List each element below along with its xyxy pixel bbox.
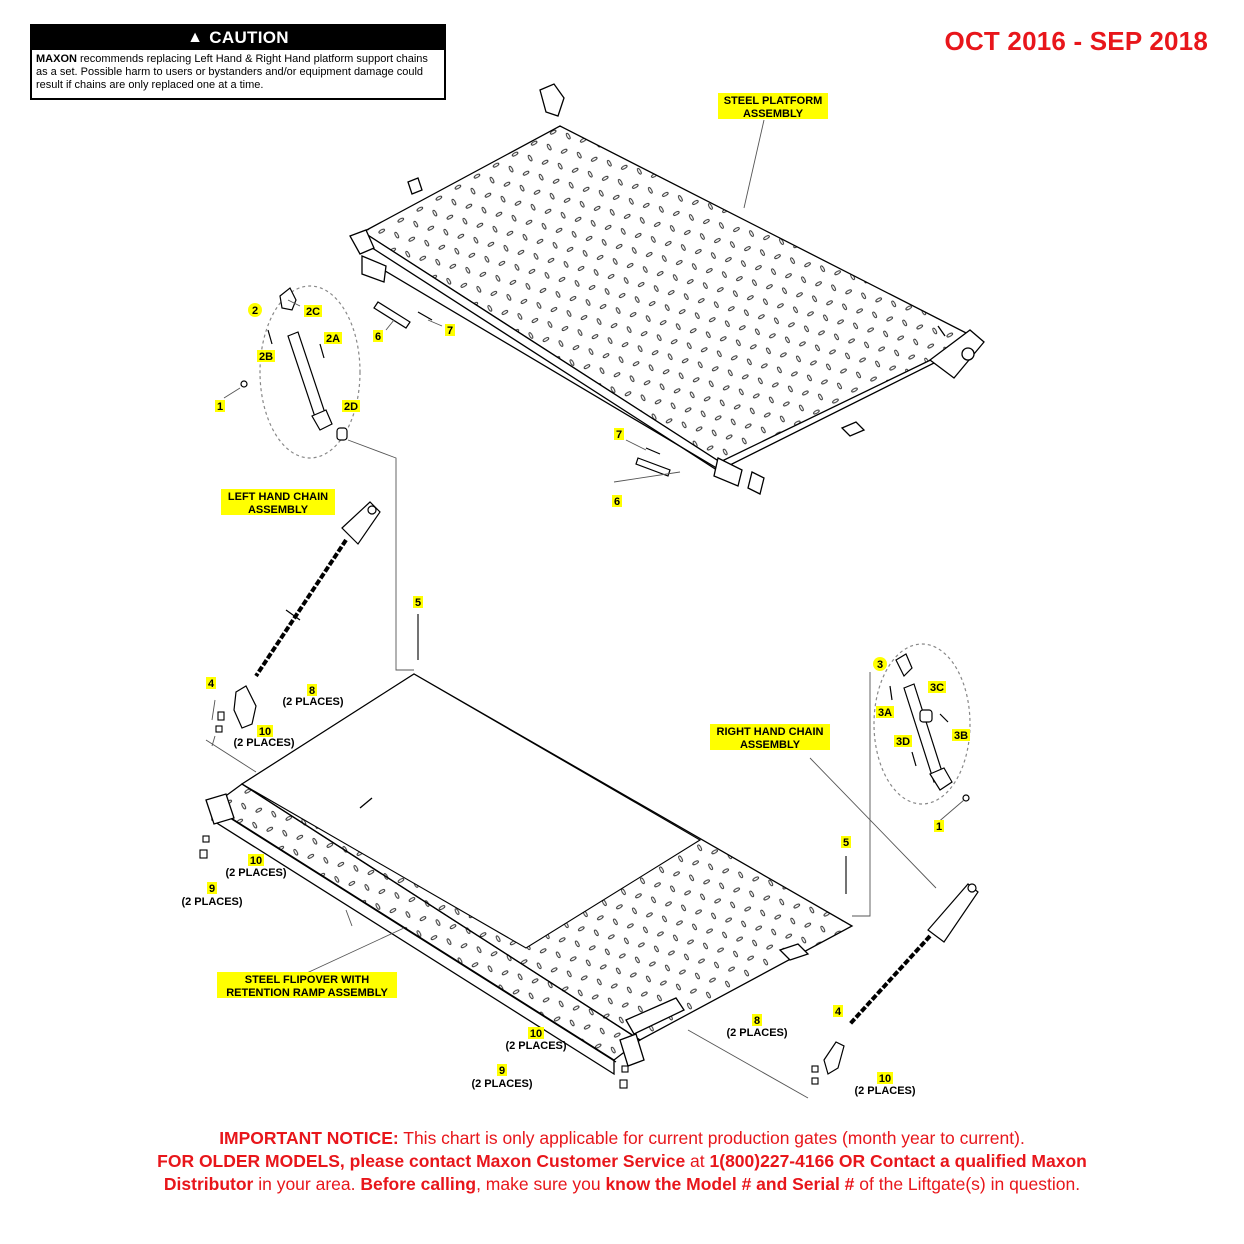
callout-2a: 2A [326,333,340,345]
right-chain-drawing [823,883,979,1075]
caution-brand: MAXON [36,53,77,65]
places-9-left: (2 PLACES) [181,896,242,908]
callout-3c: 3C [930,682,944,694]
callout-10-bottom: 10 [530,1028,542,1040]
notice-line-2-bold-1: FOR OLDER MODELS, please contact Maxon C… [157,1151,686,1171]
callout-3a: 3A [878,707,892,719]
callout-7-bottom: 7 [616,429,622,441]
callout-10-upper: 10 [259,726,271,738]
flipover-label-1: STEEL FLIPOVER WITH [245,974,370,986]
notice-line-3-bold-3: know the Model # and Serial # [605,1174,855,1194]
places-10-left: (2 PLACES) [225,867,286,879]
caution-title: CAUTION [209,28,289,47]
callout-5-right: 5 [843,837,849,849]
leader-lines [205,119,965,1099]
left-link-assembly-drawing [240,285,361,459]
callout-4-left: 4 [208,678,215,690]
assembly-labels: STEEL PLATFORM ASSEMBLY LEFT HAND CHAIN … [217,93,830,999]
callout-2c: 2C [306,306,320,318]
flipover-platform-drawing [205,673,854,1076]
important-notice: IMPORTANT NOTICE: This chart is only app… [0,1127,1244,1196]
pin-set-top [373,301,671,477]
caution-message: recommends replacing Left Hand & Right H… [36,53,428,91]
notice-line-1: IMPORTANT NOTICE: This chart is only app… [0,1127,1244,1150]
callout-3b: 3B [954,730,968,742]
callout-2: 2 [252,305,258,317]
callout-labels: 2 2C 2A 2B 2D 1 6 7 7 6 5 5 4 4 8 (2 PLA… [181,303,970,1097]
places-10-bottom: (2 PLACES) [505,1040,566,1052]
callout-4-right: 4 [835,1006,842,1018]
right-link-assembly-drawing [873,643,971,805]
warning-triangle-icon: ▲ [187,29,204,46]
callout-7-top: 7 [447,325,453,337]
callout-6-bottom: 6 [614,496,620,508]
callout-9-bottom: 9 [499,1065,505,1077]
places-8-right: (2 PLACES) [726,1027,787,1039]
flipover-label-2: RETENTION RAMP ASSEMBLY [226,987,388,999]
callout-8-right: 8 [754,1015,760,1027]
notice-line-3-bold-2: Before calling [360,1174,477,1194]
places-10-upper: (2 PLACES) [233,737,294,749]
notice-line-3-mid-2: , make sure you [476,1174,606,1194]
notice-line-3-end: of the Liftgate(s) in question. [854,1174,1081,1194]
places-9-bottom: (2 PLACES) [471,1078,532,1090]
callout-3: 3 [877,659,883,671]
notice-line-2: FOR OLDER MODELS, please contact Maxon C… [0,1150,1244,1173]
notice-line-2-mid: at [685,1151,710,1171]
notice-line-1-text: This chart is only applicable for curren… [398,1128,1025,1148]
callout-9-left: 9 [209,883,215,895]
callout-6-top: 6 [375,331,381,343]
notice-phone: 1(800)227-4166 OR Contact a qualified Ma… [709,1151,1087,1171]
places-10-right: (2 PLACES) [854,1085,915,1097]
callout-3d: 3D [896,736,910,748]
callout-2d: 2D [344,401,358,413]
notice-heading: IMPORTANT NOTICE: [219,1128,399,1148]
left-chain-drawing [233,501,381,729]
places-8-left: (2 PLACES) [282,696,343,708]
callout-1-right: 1 [936,821,942,833]
steel-platform-drawing [349,83,985,495]
callout-8-left: 8 [309,685,315,697]
left-chain-label-2: ASSEMBLY [248,504,309,516]
caution-header: ▲ CAUTION [32,26,444,50]
callout-2b: 2B [259,351,273,363]
notice-line-3-mid-1: in your area. [253,1174,361,1194]
fasteners [199,614,847,1089]
notice-line-3: Distributor in your area. Before calling… [0,1173,1244,1196]
caution-text: MAXON recommends replacing Left Hand & R… [32,50,444,92]
left-chain-label-1: LEFT HAND CHAIN [228,491,328,503]
callout-1-left: 1 [217,401,223,413]
caution-box: ▲ CAUTION MAXON recommends replacing Lef… [30,24,446,100]
callout-10-right: 10 [879,1073,891,1085]
callout-5-left: 5 [415,597,421,609]
steel-platform-label-2: ASSEMBLY [743,108,804,120]
callout-10-left: 10 [250,855,262,867]
date-range: OCT 2016 - SEP 2018 [944,26,1208,56]
right-chain-label-1: RIGHT HAND CHAIN [717,726,824,738]
steel-platform-label-1: STEEL PLATFORM [724,95,823,107]
right-chain-label-2: ASSEMBLY [740,739,801,751]
notice-line-3-bold-1: Distributor [163,1174,254,1194]
